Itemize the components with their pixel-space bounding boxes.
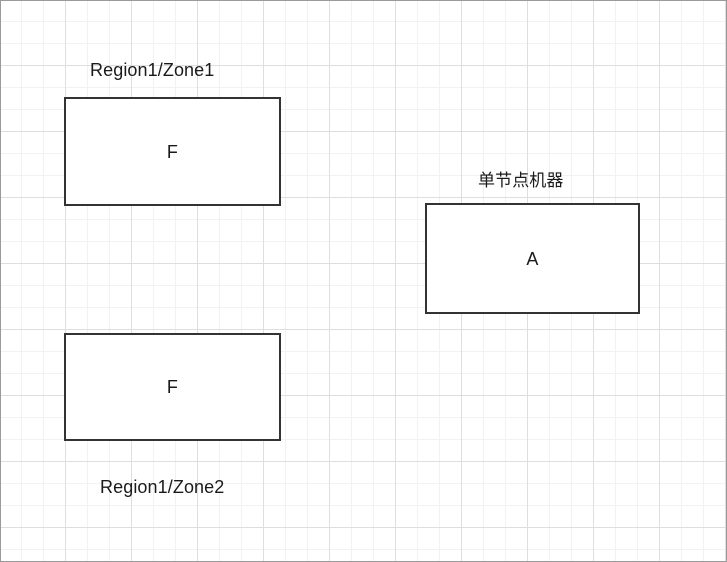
node-box-f-zone1[interactable]: F — [64, 97, 281, 206]
node-label-a-single: A — [526, 248, 539, 269]
group-label-region1-zone2[interactable]: Region1/Zone2 — [100, 477, 225, 497]
node-box-a-single[interactable]: A — [425, 203, 640, 314]
node-label-f-zone2: F — [166, 377, 179, 397]
node-box-f-zone2[interactable]: F — [64, 333, 281, 441]
group-label-region1-zone1[interactable]: Region1/Zone1 — [90, 60, 215, 80]
node-label-f-zone1: F — [166, 141, 179, 162]
group-label-single-node-machine[interactable]: 单节点机器 — [478, 171, 564, 191]
